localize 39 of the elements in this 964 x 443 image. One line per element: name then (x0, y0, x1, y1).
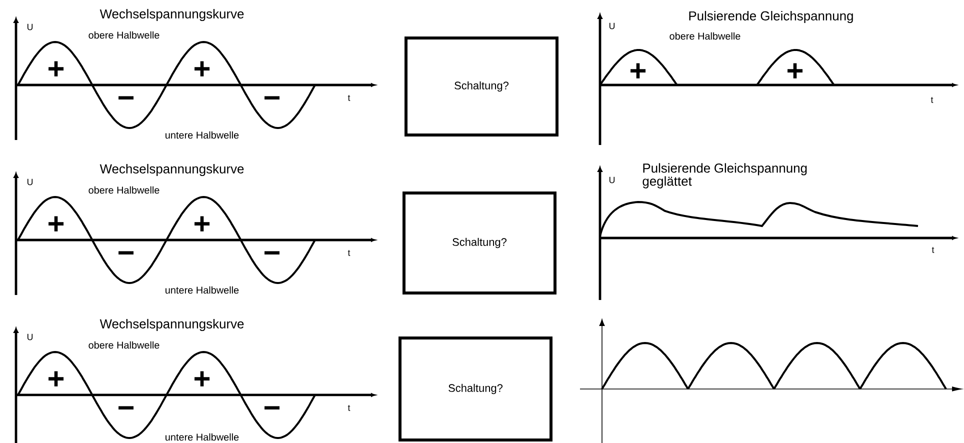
axis-label: t (932, 247, 934, 253)
axis-label: t (348, 95, 350, 101)
graph-title: Wechselspannungskurve (100, 8, 244, 22)
wave-label: obere Halbwelle (88, 186, 160, 194)
polarity-sign: + (630, 63, 646, 78)
axis-label: U (609, 176, 615, 184)
polarity-sign: − (118, 251, 134, 254)
polarity-sign: − (118, 406, 134, 410)
axis-label: t (348, 250, 350, 256)
graph-title: Wechselspannungskurve (100, 318, 244, 332)
wave-label: untere Halbwelle (166, 433, 239, 441)
circuit-box: Schaltung? (398, 336, 552, 442)
wave-label: obere Halbwelle (88, 31, 160, 39)
wave-label: obere Halbwelle (670, 32, 740, 40)
axis-label: U (609, 22, 615, 30)
polarity-sign: − (264, 96, 280, 100)
polarity-sign: − (264, 406, 280, 410)
polarity-sign: − (264, 251, 280, 254)
polarity-sign: + (194, 61, 210, 76)
graph-title: Pulsierende Gleichspannung (689, 10, 853, 24)
polarity-sign: + (48, 371, 64, 386)
axis-label: t (348, 405, 350, 411)
circuit-box: Schaltung? (402, 192, 556, 294)
polarity-sign: − (118, 96, 134, 100)
wave-label: obere Halbwelle (88, 341, 160, 349)
polarity-sign: + (788, 63, 803, 78)
polarity-sign: + (48, 61, 64, 76)
axis-label: U (27, 334, 33, 340)
wave-label: untere Halbwelle (166, 131, 239, 139)
polarity-sign: + (194, 371, 210, 386)
axis-label: t (930, 97, 934, 103)
circuit-box: Schaltung? (404, 36, 558, 136)
axis-label: U (27, 24, 33, 30)
graph-title: Wechselspannungskurve (100, 164, 244, 176)
axis-label: U (27, 178, 33, 186)
polarity-sign: + (48, 216, 64, 232)
polarity-sign: + (194, 216, 210, 232)
wave-label: untere Halbwelle (166, 286, 239, 294)
graph-title: Pulsierende Gleichspannung geglättet (642, 163, 807, 188)
